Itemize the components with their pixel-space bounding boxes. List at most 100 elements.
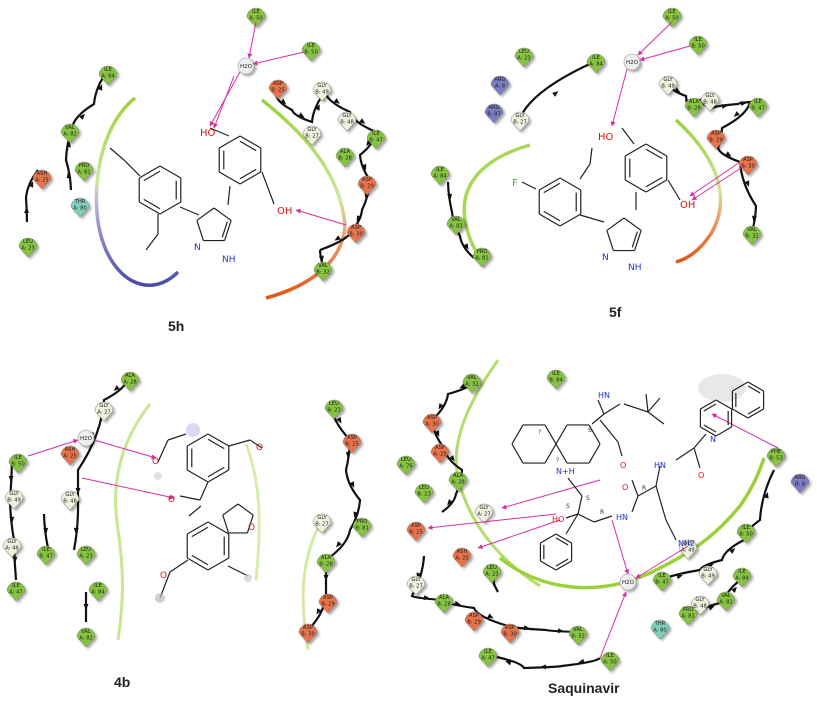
bond-line	[603, 403, 621, 415]
residue-name: ILE	[104, 67, 112, 73]
atom-label: O	[168, 495, 175, 505]
bond-line	[138, 165, 161, 179]
bond-line	[579, 214, 605, 223]
residue-number: B: 30	[349, 232, 363, 238]
hbond-arrow	[213, 75, 235, 129]
residue-number: B: 28	[437, 602, 451, 608]
atom-label: N	[710, 435, 716, 444]
bond-line	[196, 220, 204, 241]
bond-line	[647, 411, 665, 425]
atom-label: O	[622, 483, 628, 492]
bond-line	[555, 533, 572, 544]
bond-line	[631, 479, 639, 497]
chain-direction-arrow	[674, 87, 681, 93]
residue-number: A: 82	[79, 636, 92, 642]
hbond-arrow	[247, 21, 257, 59]
residue-number: A: 84	[735, 576, 749, 582]
residue-name: LEU	[81, 547, 91, 553]
bond-line	[186, 557, 209, 571]
atom-label: F	[512, 178, 518, 189]
residue-shape	[60, 490, 80, 511]
bond-line	[555, 560, 572, 571]
bond-line	[599, 419, 619, 443]
chain-direction-arrow	[487, 613, 494, 619]
residue-name: ILE	[484, 649, 492, 655]
residue-shape	[70, 197, 90, 218]
bond-line	[511, 443, 524, 464]
residue-shape	[448, 471, 468, 492]
bond-line	[555, 537, 569, 546]
residue-name: GLY	[663, 77, 673, 83]
bond-line	[227, 565, 249, 577]
chain-direction-arrow	[552, 91, 559, 97]
residue-name: ILE	[742, 525, 750, 531]
bond-line	[593, 515, 613, 523]
residue-number: A: 8	[495, 84, 505, 90]
residue-shape	[500, 623, 520, 644]
water-label: H2O	[240, 64, 253, 70]
bond-line	[207, 557, 230, 571]
hbond-arrow	[639, 45, 691, 62]
residue-name: ASP	[435, 445, 445, 451]
water-label: H2O	[626, 60, 639, 66]
hbond-arrow	[711, 413, 779, 449]
residue-shape	[76, 627, 96, 648]
chain-direction-arrow	[721, 103, 728, 109]
residue-shape	[650, 619, 670, 640]
bond-line	[191, 526, 209, 538]
residue-name: ALA	[689, 99, 700, 105]
residue-name: ASP	[711, 131, 721, 137]
bond-line	[577, 513, 595, 523]
bond-line	[645, 143, 668, 157]
residue-shape	[738, 155, 758, 176]
residue-number: A: 48	[5, 546, 18, 552]
residue-shape	[462, 373, 482, 394]
residue-number: B: 47	[751, 106, 765, 112]
chain-direction-arrow	[73, 527, 79, 534]
panel-label-5h: 5h	[168, 318, 185, 334]
chain-direction-arrow	[345, 451, 351, 458]
bond-line	[634, 230, 642, 251]
water-node: H2O	[623, 53, 641, 71]
atom-label: NH	[222, 255, 236, 265]
residue-shape	[312, 81, 332, 102]
chain-direction-arrow	[323, 575, 329, 581]
residue-name: ALA	[125, 373, 136, 379]
hbond-arrow	[477, 519, 561, 549]
chain-direction-arrow	[334, 235, 341, 241]
residue-name: VAL	[747, 227, 757, 233]
residue-number: A: 25	[455, 556, 468, 562]
residue-number: B: 47	[655, 580, 669, 586]
water-label: H2O	[80, 436, 93, 442]
bond-line	[213, 207, 232, 221]
residue-shape	[434, 593, 454, 614]
chain-direction-arrow	[523, 625, 530, 631]
bond-line	[555, 443, 568, 464]
bond-line	[555, 558, 569, 567]
bond-line	[224, 220, 232, 241]
residue-number: B: 48	[693, 604, 707, 610]
panel-label-4b: 4b	[114, 674, 131, 690]
pocket-outline	[674, 118, 723, 264]
bond-line	[606, 217, 625, 231]
bond-line	[621, 127, 635, 145]
residue-number: B: 47	[39, 554, 53, 560]
bond-line	[186, 433, 209, 447]
